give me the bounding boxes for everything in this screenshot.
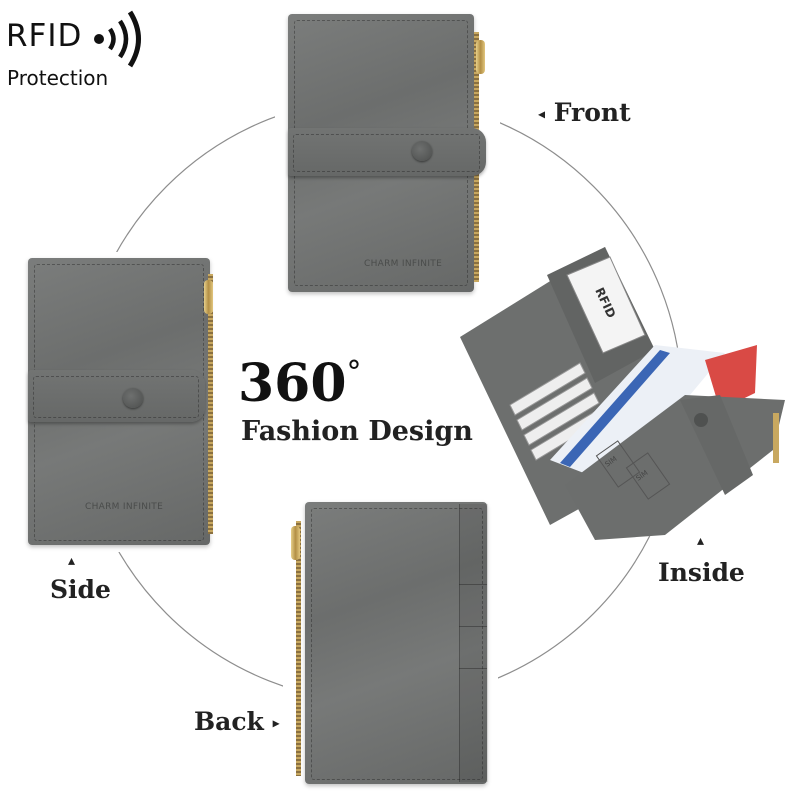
headline-number: 360: [238, 353, 347, 414]
inside-label: Inside: [658, 558, 745, 587]
side-pointer: ▴: [68, 553, 76, 569]
rfid-title: RFID: [6, 18, 83, 54]
side-wallet: CHARM INFINITE: [18, 252, 223, 552]
back-label: Back ▸: [194, 707, 280, 736]
inside-wallet: RFID SIM SIM: [455, 235, 790, 555]
rfid-wave-icon: [94, 10, 141, 68]
headline-subtitle: Fashion Design: [241, 416, 473, 447]
inside-wallet-illustration: RFID SIM SIM: [460, 247, 785, 540]
headline-360: 360°: [238, 358, 362, 410]
front-brand: CHARM INFINITE: [364, 259, 443, 269]
rfid-subtitle: Protection: [7, 66, 109, 90]
front-wallet: CHARM INFINITE: [275, 10, 500, 300]
front-label-text: Front: [553, 98, 631, 127]
front-label: ◂ Front: [538, 98, 631, 127]
side-label: Side: [50, 575, 111, 604]
headline-degree: °: [346, 355, 362, 390]
inside-pointer: ▴: [697, 533, 705, 549]
front-pointer: ◂: [538, 106, 546, 123]
back-pointer: ▸: [272, 715, 280, 732]
back-wallet: [283, 496, 498, 792]
back-label-text: Back: [194, 707, 264, 736]
side-brand: CHARM INFINITE: [85, 502, 164, 512]
